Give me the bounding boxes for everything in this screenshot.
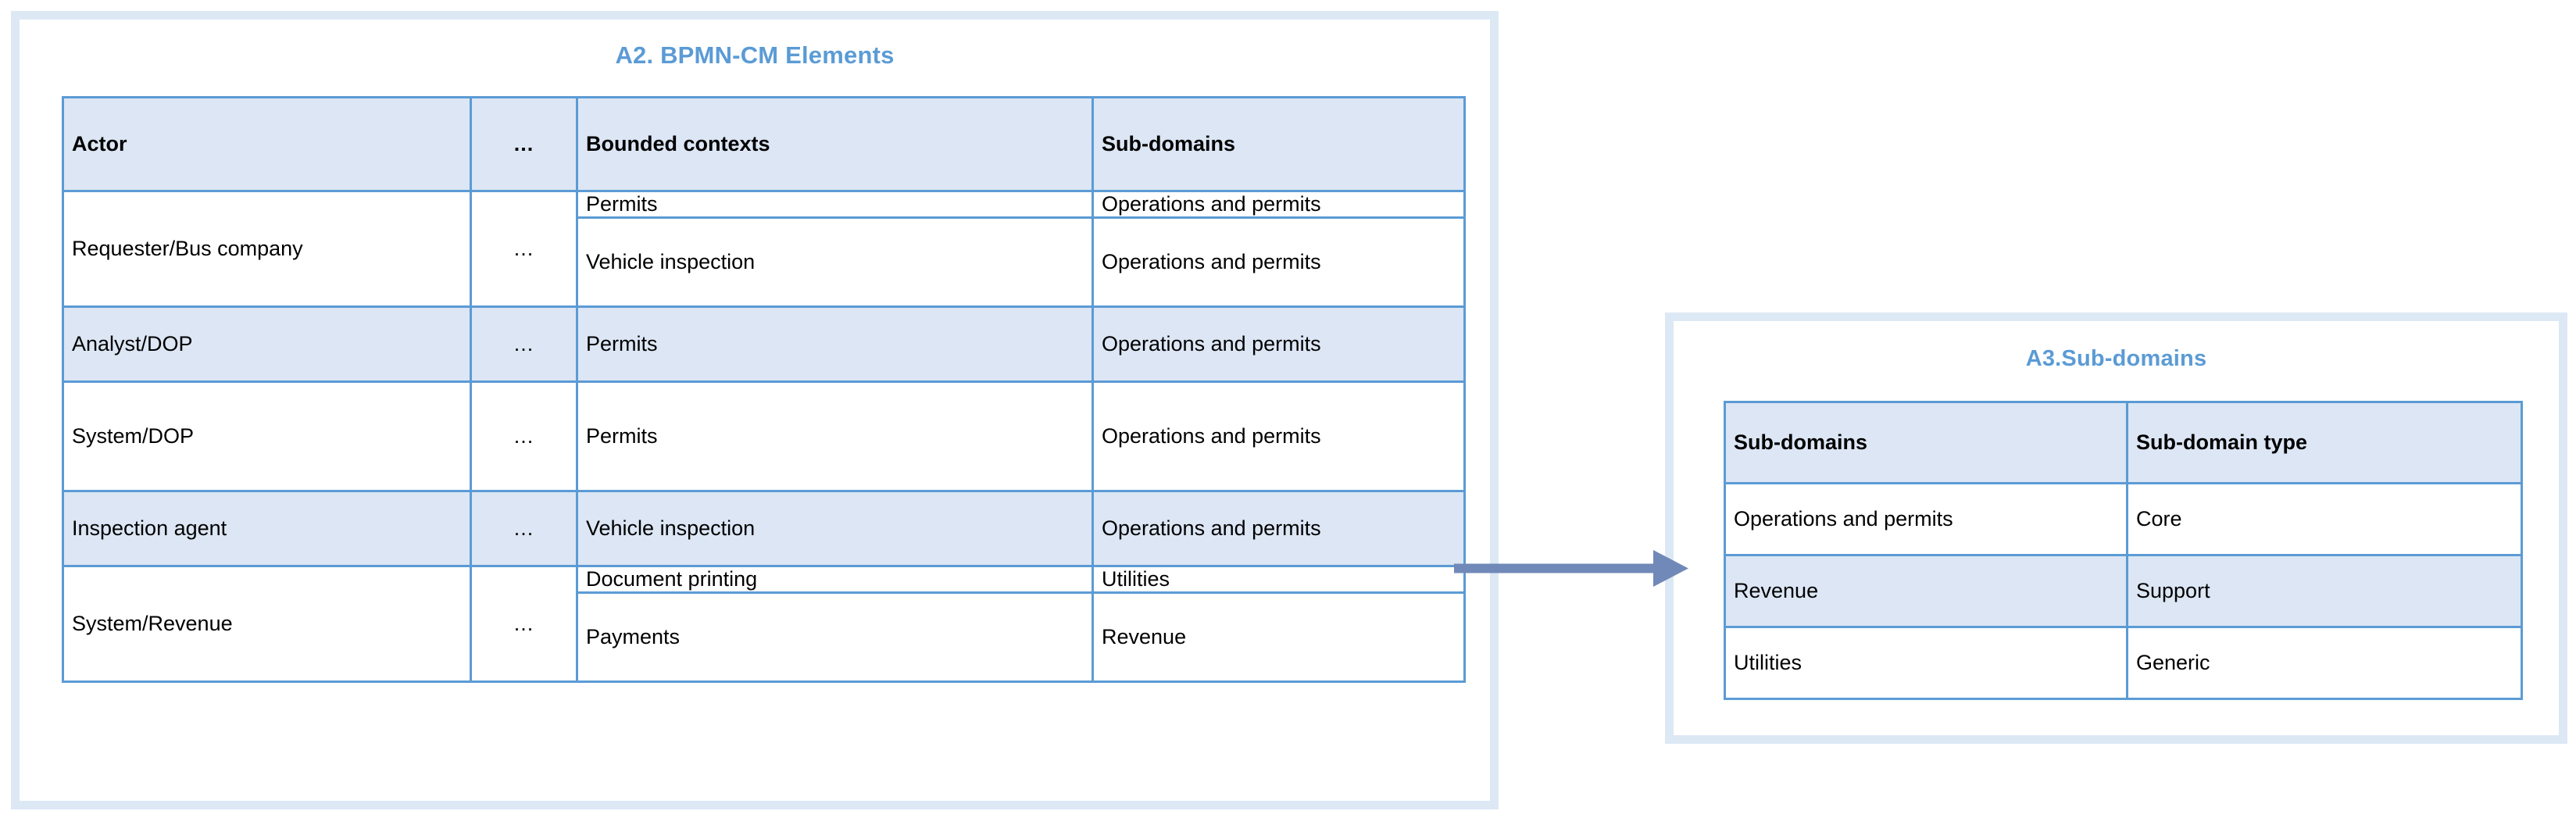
cell-sub-domain: Revenue — [1091, 591, 1466, 684]
cell-sub-domain: Operations and permits — [1091, 305, 1466, 384]
cell-bounded-context: Permits — [576, 305, 1094, 384]
cell-actor: System/DOP — [62, 380, 472, 493]
column-header-sub-domains: Sub-domains — [1724, 401, 2128, 484]
cell-ellipsis: ... — [470, 490, 578, 568]
panel-a3-sub-domains: A3.Sub-domains Sub-domains Sub-domain ty… — [1665, 313, 2567, 744]
bpmn-cm-elements-table: Actor ... Bounded contexts Sub-domains R… — [62, 96, 1466, 684]
panel-a3-title: A3.Sub-domains — [2025, 346, 2207, 371]
arrow-right-icon — [1454, 550, 1688, 587]
table-header-row: Sub-domains Sub-domain type — [1724, 401, 2523, 484]
cell-bounded-context: Permits — [576, 189, 1094, 220]
cell-sub-domain: Utilities — [1091, 565, 1466, 595]
cell-actor: Analyst/DOP — [62, 305, 472, 384]
cell-ellipsis: ... — [470, 305, 578, 384]
cell-bounded-context: Vehicle inspection — [576, 490, 1094, 568]
table-row: Analyst/DOP ... Permits Operations and p… — [62, 305, 1466, 384]
cell-actor: Requester/Bus company — [62, 189, 472, 309]
table-row: Revenue Support — [1724, 554, 2523, 628]
cell-sub-domain-type: Support — [2126, 554, 2523, 628]
column-header-actor: Actor — [62, 96, 472, 192]
cell-bounded-context: Permits — [576, 380, 1094, 493]
table-row: Vehicle inspection Operations and permit… — [63, 216, 1466, 309]
table-row: Inspection agent ... Vehicle inspection … — [62, 490, 1466, 568]
table-row: Requester/Bus company ... Permits Operat… — [62, 189, 1466, 309]
table-row: Operations and permits Core — [1724, 482, 2523, 556]
column-header-sub-domains: Sub-domains — [1091, 96, 1466, 192]
column-header-sub-domain-type: Sub-domain type — [2126, 401, 2523, 484]
cell-sub-domain-type: Generic — [2126, 626, 2523, 700]
cell-sub-domain: Operations and permits — [1091, 216, 1466, 309]
panel-a2-title: A2. BPMN-CM Elements — [615, 41, 895, 69]
cell-sub-domain: Operations and permits — [1724, 482, 2128, 556]
cell-bounded-context: Document printing — [576, 565, 1094, 595]
cell-sub-domain-type: Core — [2126, 482, 2523, 556]
cell-actor: Inspection agent — [62, 490, 472, 568]
table-row: Payments Revenue — [63, 591, 1466, 684]
table-row: Utilities Generic — [1724, 626, 2523, 700]
sub-domains-table: Sub-domains Sub-domain type Operations a… — [1724, 401, 2523, 700]
cell-actor: System/Revenue — [62, 565, 472, 684]
panel-a2-bpmn-cm-elements: A2. BPMN-CM Elements Actor ... Bounded c… — [11, 11, 1499, 809]
cell-bounded-context: Payments — [576, 591, 1094, 684]
cell-ellipsis: ... — [470, 565, 578, 684]
cell-sub-domain: Utilities — [1724, 626, 2128, 700]
table-row: System/Revenue ... Document printing Uti… — [62, 565, 1466, 684]
cell-bounded-context: Vehicle inspection — [576, 216, 1094, 309]
cell-sub-domain: Operations and permits — [1091, 189, 1466, 220]
cell-ellipsis: ... — [470, 189, 578, 309]
table-header-row: Actor ... Bounded contexts Sub-domains — [62, 96, 1466, 192]
column-header-bounded-contexts: Bounded contexts — [576, 96, 1094, 192]
cell-sub-domain: Operations and permits — [1091, 490, 1466, 568]
cell-sub-domain: Revenue — [1724, 554, 2128, 628]
table-row: System/DOP ... Permits Operations and pe… — [62, 380, 1466, 493]
cell-ellipsis: ... — [470, 380, 578, 493]
column-header-ellipsis: ... — [470, 96, 578, 192]
cell-sub-domain: Operations and permits — [1091, 380, 1466, 493]
